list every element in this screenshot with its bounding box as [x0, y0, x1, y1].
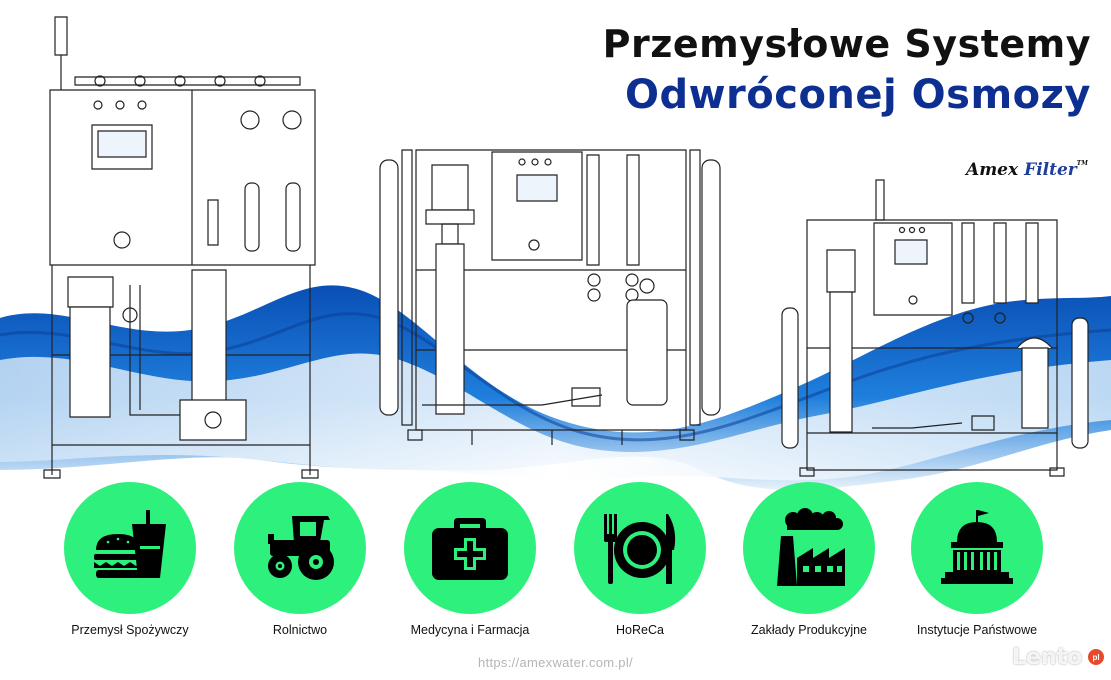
sector-label: Medycyna i Farmacja [410, 623, 530, 637]
sector-circle [574, 482, 706, 614]
sector-medicine-pharmacy: Medycyna i Farmacja [385, 480, 555, 650]
sector-agriculture: Rolnictwo [215, 480, 385, 650]
sector-circle [234, 482, 366, 614]
brand-trademark: TM [1076, 160, 1088, 167]
brand-part-2: Filter [1024, 160, 1077, 180]
food-icon [94, 510, 166, 578]
sector-food-industry: Przemysł Spożywczy [45, 480, 215, 650]
watermark-badge: pl [1088, 649, 1104, 665]
sector-government-institutions: Instytucje Państwowe [892, 480, 1062, 650]
medical-kit-icon [432, 518, 508, 580]
lento-watermark: Lento pl [1012, 645, 1104, 673]
website-url[interactable]: https://amexwater.com.pl/ [478, 655, 633, 670]
sector-label: Rolnictwo [272, 623, 328, 637]
plate-fork-knife-icon [604, 514, 676, 584]
sector-label: HoReCa [616, 623, 664, 637]
factory-icon [777, 508, 845, 586]
sector-circle [911, 482, 1043, 614]
sector-label: Instytucje Państwowe [916, 623, 1038, 637]
sector-circle [64, 482, 196, 614]
sector-horeca: HoReCa [555, 480, 725, 650]
sector-production-plants: Zakłady Produkcyjne [724, 480, 894, 650]
sector-label: Zakłady Produkcyjne [750, 623, 868, 637]
ro-machine-center [372, 140, 732, 460]
ro-machine-right [772, 178, 1102, 478]
government-building-icon [941, 510, 1013, 584]
sector-label: Przemysł Spożywczy [71, 623, 189, 637]
sector-circle [743, 482, 875, 614]
tractor-icon [268, 516, 334, 580]
sector-circle [404, 482, 536, 614]
headline-line-1: Przemysłowe Systemy [602, 22, 1091, 66]
headline-line-2: Odwróconej Osmozy [624, 72, 1091, 118]
ro-machine-left [40, 15, 370, 485]
watermark-text: Lento [1012, 645, 1083, 670]
brand-part-1: Amex [966, 160, 1019, 180]
